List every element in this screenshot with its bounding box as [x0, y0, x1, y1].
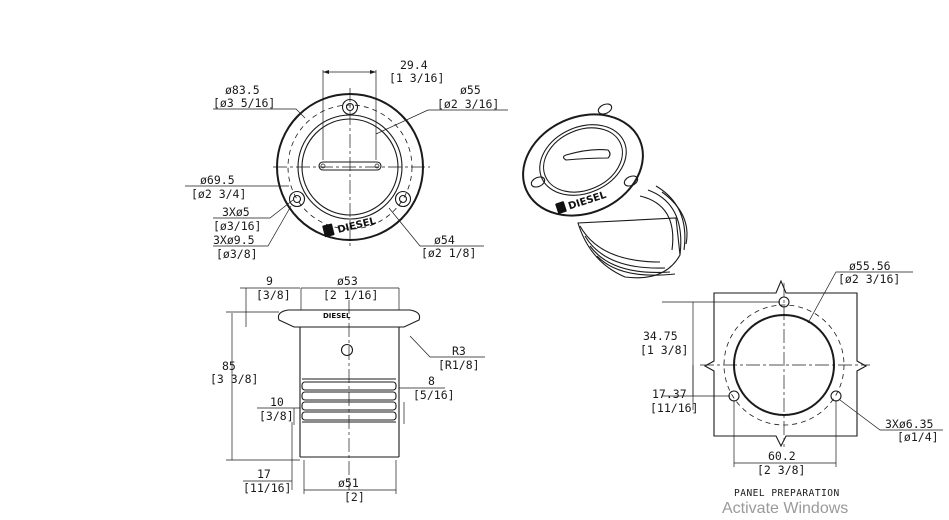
dim-thread-w: 10 — [270, 395, 284, 409]
dim-panel-w: 60.2 — [768, 449, 796, 463]
dim-outer-in: [ø3 5/16] — [213, 96, 275, 110]
dim-flange-h: 9 — [266, 274, 273, 288]
dim-base: ø51 — [338, 476, 359, 490]
dim-neck-in: [2 1/16] — [323, 288, 378, 302]
dim-flange-h-in: [3/8] — [256, 288, 291, 302]
side-view: DIESEL 9 [3/8] ø53 [2 1/16] R3 [R1/8] 85… — [210, 274, 485, 504]
dim-outer: ø83.5 — [225, 83, 260, 97]
top-view: DIESEL 29.4 [1 3/16] ø83.5 [ø3 5/16] ø55… — [185, 58, 508, 261]
dim-total-h: 85 — [222, 359, 236, 373]
dim-top-width-in: [1 3/16] — [389, 71, 444, 85]
dim-offset-y-in: [1 3/8] — [640, 343, 688, 357]
dim-radius: R3 — [452, 344, 466, 358]
dim-total-h-in: [3 3/8] — [210, 372, 258, 386]
dim-inner: ø55 — [460, 83, 481, 97]
dim-bolt-circle: ø69.5 — [200, 173, 235, 187]
dim-offset-x: 17.37 — [652, 387, 687, 401]
watermark: Activate Windows — [722, 500, 848, 517]
dim-screw: 3Xø6.35 — [885, 417, 933, 431]
dim-hole-large: 3Xø9.5 — [213, 233, 255, 247]
dim-bottom-h-in: [11/16] — [243, 481, 291, 495]
dim-panel-w-in: [2 3/8] — [757, 463, 805, 477]
dim-thread-w-in: [3/8] — [259, 409, 294, 423]
logo-text-side: DIESEL — [323, 312, 351, 320]
dim-hole-large-in: [ø3/8] — [216, 247, 258, 261]
dim-cap-in: [ø2 1/8] — [421, 246, 476, 260]
dim-cut: ø55.56 — [849, 259, 891, 273]
dim-hole-small-in: [ø3/16] — [213, 219, 261, 233]
dim-radius-in: [R1/8] — [438, 358, 480, 372]
dim-thread-gap-in: [5/16] — [413, 388, 455, 402]
dim-offset-y: 34.75 — [643, 329, 678, 343]
dim-cap: ø54 — [434, 233, 455, 247]
dim-bottom-h: 17 — [257, 467, 271, 481]
dim-top-width: 29.4 — [400, 58, 428, 72]
dim-bolt-circle-in: [ø2 3/4] — [191, 187, 246, 201]
dim-screw-in: [ø1/4] — [897, 430, 939, 444]
dim-base-in: [2] — [344, 490, 365, 504]
dim-offset-x-in: [11/16] — [650, 401, 698, 415]
dim-cut-in: [ø2 3/16] — [838, 272, 900, 286]
iso-view: DIESEL — [522, 103, 688, 279]
dim-thread-gap: 8 — [428, 374, 435, 388]
panel-title: PANEL PREPARATION — [734, 488, 840, 499]
dim-neck: ø53 — [337, 274, 358, 288]
panel-view: ø55.56 [ø2 3/16] 34.75 [1 3/8] 17.37 [11… — [640, 259, 943, 499]
dim-hole-small: 3Xø5 — [222, 205, 250, 219]
dim-inner-in: [ø2 3/16] — [437, 97, 499, 111]
